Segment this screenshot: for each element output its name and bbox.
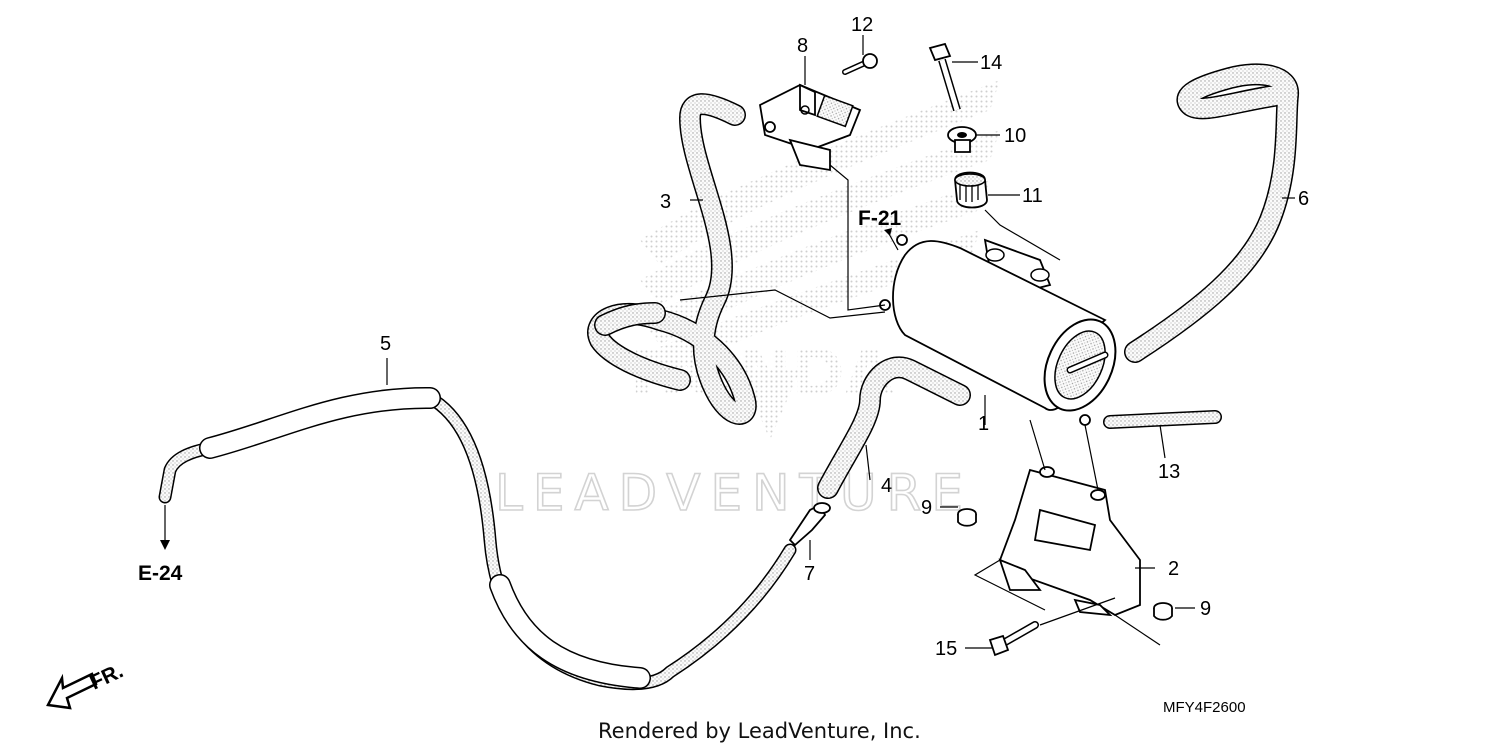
hose-part-13 [1103, 410, 1222, 429]
callout-labels: 1 2 3 4 5 6 7 8 9 9 10 11 12 13 14 15 [380, 14, 1309, 660]
callout-3: 3 [660, 191, 671, 213]
bolt-part-15 [988, 621, 1039, 657]
leadventure-watermark: LEADVENTURE [495, 464, 973, 522]
bracket-part-2 [998, 466, 1141, 617]
diagram-code: MFY4F2600 [1163, 699, 1246, 716]
callout-5: 5 [380, 333, 391, 355]
callout-6: 6 [1298, 188, 1309, 210]
callout-14: 14 [980, 52, 1002, 74]
callout-15: 15 [935, 638, 957, 660]
callout-7: 7 [804, 563, 815, 585]
callout-11: 11 [1022, 185, 1043, 207]
ref-label-f21: F-21 [858, 207, 902, 230]
hose-part-4 [817, 356, 971, 499]
hose-part-6 [1124, 63, 1299, 363]
callout-12: 12 [851, 14, 873, 36]
leader-lines [160, 35, 1295, 649]
callout-10: 10 [1004, 125, 1026, 147]
grommet-part-9b [1153, 602, 1173, 621]
hose-part-3 [587, 93, 757, 425]
grommet-part-9a [957, 508, 977, 527]
callout-8: 8 [797, 35, 808, 57]
callout-9-left: 9 [921, 497, 932, 519]
callout-13: 13 [1158, 461, 1180, 483]
front-direction-label: FR. [86, 659, 126, 694]
footer-credit: Rendered by LeadVenture, Inc. [598, 719, 921, 743]
callout-2: 2 [1168, 558, 1179, 580]
joint-part-7 [788, 502, 831, 547]
hose-part-5 [158, 386, 797, 691]
solenoid-valve-part-8 [759, 83, 862, 172]
front-direction-arrow-icon: FR. [46, 659, 127, 710]
grommet-part-11 [954, 171, 988, 209]
ref-label-e24: E-24 [138, 562, 183, 585]
canister-part-1 [879, 234, 1117, 426]
callout-1: 1 [978, 413, 989, 435]
callout-9-right: 9 [1200, 598, 1211, 620]
bolt-part-14 [928, 42, 961, 112]
callout-4: 4 [881, 475, 892, 497]
bolt-part-12 [842, 53, 878, 75]
